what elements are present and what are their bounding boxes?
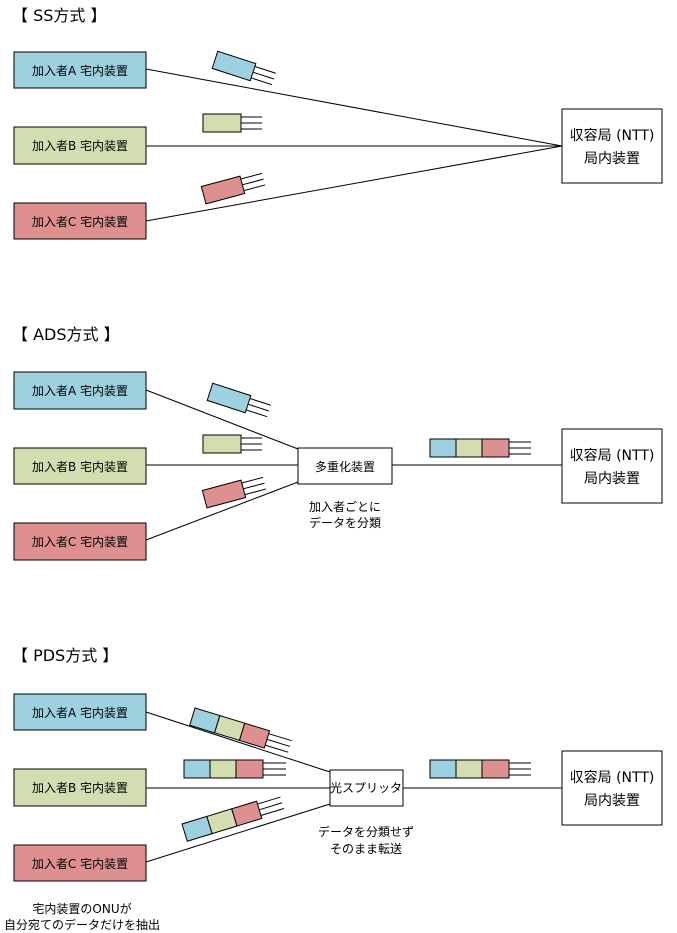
ads-packet-c [201,476,267,509]
ss-subscriber-c-box [13,202,147,240]
ss-station-line2: 局内装置 [584,151,640,167]
pds-note-line1: データを分類せず [318,824,414,839]
ads-heading: 【 ADS方式 】 [12,325,120,344]
ads-multiplexer-label: 多重化装置 [315,460,375,474]
ads-line-a [145,389,299,450]
ads-packet-combined [429,438,531,458]
ss-subscriber-a-label: 加入者A 宅内装置 [32,63,128,78]
ss-subscriber-b-box [13,126,147,165]
pds-subscriber-a-box [13,693,147,731]
ss-subscriber-a-box [13,51,147,89]
pds-subscriber-c-label: 加入者C 宅内装置 [32,856,128,871]
ads-subscriber-c-label: 加入者C 宅内装置 [32,534,128,549]
onu-note-line2: 自分宛てのデータだけを抽出 [4,917,160,932]
pds-note-line2: そのまま転送 [330,841,402,856]
ads-subscriber-a-label: 加入者A 宅内装置 [32,383,128,398]
ss-heading: 【 SS方式 】 [12,6,107,25]
pds-splitter-box [329,769,404,807]
pds-subscriber-c-box [13,844,147,882]
ads-station-box [561,428,663,504]
ss-line-a [145,68,563,147]
ss-packet-b [202,113,262,133]
pds-subscriber-b-label: 加入者B 宅内装置 [32,780,128,795]
pds-heading: 【 PDS方式 】 [12,646,118,665]
pds-packet-b [183,759,286,779]
ads-note-line2: データを分類 [309,515,381,530]
ads-packet-a [206,382,271,418]
ss-station-line1: 収容局 (NTT) [570,127,655,144]
ads-note-line1: 加入者ごとに [309,499,381,514]
ads-subscriber-b-label: 加入者B 宅内装置 [32,459,128,474]
ads-packet-b [202,434,262,454]
ss-subscriber-c-label: 加入者C 宅内装置 [32,214,128,229]
pds-splitter-label: 光スプリッタ [330,781,402,795]
pds-subscriber-a-label: 加入者A 宅内装置 [32,705,128,720]
ss-line-c [145,145,563,222]
ss-packet-c [200,172,266,205]
pds-packet-a [189,707,292,753]
pds-packet-combined [429,759,531,779]
ads-station-line2: 局内装置 [584,471,640,487]
ads-section: 【 ADS方式 】 加入者A 宅内装置 加入者B 宅内装置 加入者C 宅内装置 … [12,325,663,561]
ads-subscriber-a-box [13,371,147,410]
ss-station-box [561,108,663,184]
ss-subscriber-b-label: 加入者B 宅内装置 [32,138,128,153]
ads-subscriber-c-box [13,522,147,561]
pds-packet-c [181,796,285,842]
ads-line-c [145,481,299,541]
pds-station-box [561,750,663,826]
pds-station-line1: 収容局 (NTT) [570,769,655,786]
ads-station-line1: 収容局 (NTT) [570,447,655,464]
ss-packet-a [211,50,276,86]
ss-section: 【 SS方式 】 加入者A 宅内装置 加入者B 宅内装置 加入者C 宅内装置 収… [12,6,663,240]
onu-note-line1: 宅内装置のONUが [32,901,131,916]
pds-line-a [145,711,331,773]
pds-subscriber-b-box [13,768,147,807]
pds-station-line2: 局内装置 [584,793,640,809]
ads-multiplexer-box [297,447,393,485]
pds-section: 【 PDS方式 】 加入者A 宅内装置 加入者B 宅内装置 加入者C 宅内装置 … [4,646,663,932]
ads-subscriber-b-box [13,447,147,485]
pds-line-c [145,803,331,863]
